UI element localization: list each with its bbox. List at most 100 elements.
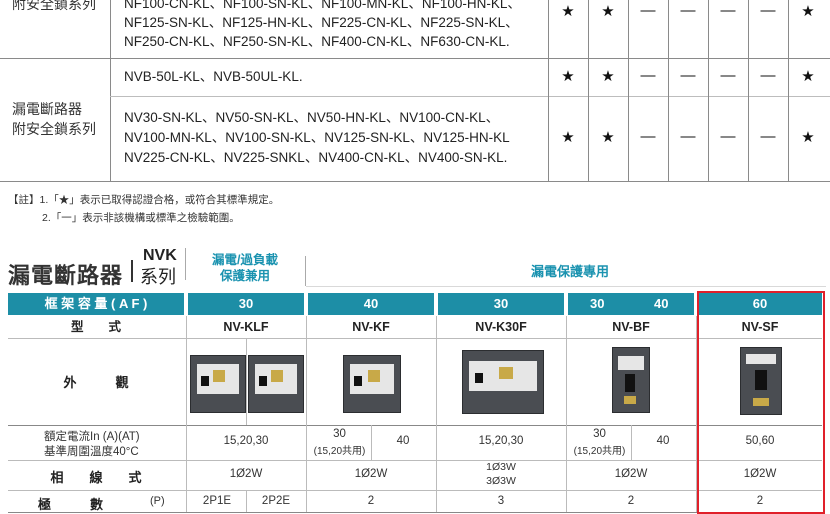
- group-separator: [305, 256, 306, 286]
- current-cell: 15,20,30: [478, 435, 524, 447]
- col-divider: [110, 0, 111, 58]
- poles-cell: 2P2E: [261, 495, 291, 507]
- phase-cell: 1Ø2W: [743, 468, 777, 480]
- col-divider: [110, 58, 111, 181]
- mark-cell: —: [680, 2, 696, 19]
- col-divider: [708, 0, 709, 181]
- af-cell: 60: [698, 293, 822, 315]
- phase-cell: 1Ø2W: [354, 468, 388, 480]
- mark-cell: ★: [801, 68, 815, 85]
- af-cell-group: 30 40: [568, 293, 694, 315]
- mark-cell: —: [680, 67, 696, 84]
- title-separator: [131, 260, 133, 282]
- mark-cell: ★: [801, 129, 815, 146]
- appearance-label: 外 觀: [63, 375, 129, 390]
- product-image-nv-k30f: [462, 350, 544, 414]
- current-cell: 30: [333, 428, 346, 440]
- mark-cell: —: [720, 128, 736, 145]
- row-divider: [8, 425, 822, 426]
- poles-cell: 2: [367, 495, 375, 507]
- col-divider-inner: [631, 425, 632, 460]
- row-divider: [8, 512, 822, 513]
- mark-cell: ★: [601, 68, 615, 85]
- col-divider: [436, 316, 437, 512]
- row-divider: [8, 490, 822, 491]
- model-line: NV100-MN-KL、NV100-SN-KL、NV125-SN-KL、NV12…: [124, 130, 510, 145]
- highlight-box: [697, 291, 825, 514]
- row-divider: [8, 338, 822, 339]
- current-cell-note: (15,20共用): [573, 446, 626, 457]
- temperature-label: 基準周圍溫度40°C: [44, 446, 139, 458]
- af-cell: 40: [308, 293, 434, 315]
- af-cell: 30: [438, 293, 564, 315]
- col-divider: [186, 316, 187, 512]
- model-line: NV225-CN-KL、NV225-SNKL、NV400-CN-KL、NV400…: [124, 150, 508, 165]
- title-separator: [185, 248, 186, 280]
- group-label-2: 漏電保護專用: [530, 264, 609, 279]
- phase-cell: 1Ø3W: [486, 461, 516, 473]
- mark-cell: —: [720, 2, 736, 19]
- row-divider: [0, 58, 830, 59]
- mark-cell: —: [760, 67, 776, 84]
- product-image-nv-klf-2p2e: [248, 355, 304, 413]
- model-line: NF250-CN-KL、NF250-SN-KL、NF400-CN-KL、NF63…: [124, 34, 510, 49]
- poles-unit: (P): [150, 495, 165, 507]
- model-line: NF125-SN-KL、NF125-HN-KL、NF225-CN-KL、NF22…: [124, 15, 519, 30]
- col-divider: [788, 0, 789, 181]
- mark-cell: —: [680, 128, 696, 145]
- mark-cell: —: [720, 67, 736, 84]
- type-cell: NV-BF: [612, 320, 650, 334]
- category-label: 附安全鎖系列: [12, 0, 96, 12]
- mark-cell: ★: [561, 129, 575, 146]
- poles-cell: 2: [627, 495, 635, 507]
- af-cell: 30: [590, 296, 605, 311]
- type-cell: NV-KLF: [223, 320, 269, 334]
- col-divider: [548, 0, 549, 181]
- type-cell: NV-SF: [741, 320, 779, 334]
- category-label: 附安全鎖系列: [12, 121, 96, 137]
- poles-cell: 2: [756, 495, 764, 507]
- type-cell: NV-K30F: [475, 320, 527, 334]
- mark-cell: ★: [561, 3, 575, 20]
- mark-cell: —: [760, 128, 776, 145]
- poles-cell: 2P1E: [202, 495, 232, 507]
- current-cell: 40: [396, 435, 410, 447]
- col-divider: [696, 316, 697, 512]
- frame-label: 框 架 容 量 ( A F ): [8, 293, 184, 315]
- model-line: NV30-SN-KL、NV50-SN-KL、NV50-HN-KL、NV100-C…: [124, 110, 500, 125]
- current-cell: 30: [593, 428, 606, 440]
- col-divider-inner: [371, 425, 372, 460]
- group-label-1a: 漏電/過負載: [212, 253, 278, 267]
- product-image-nv-sf: [740, 347, 782, 415]
- phase-label: 相 線 式: [50, 470, 142, 485]
- af-cell: 30: [188, 293, 304, 315]
- mark-cell: —: [760, 2, 776, 19]
- current-cell-note: (15,20共用): [313, 446, 366, 457]
- poles-cell: 3: [497, 495, 505, 507]
- current-cell: 40: [656, 435, 670, 447]
- category-label: 漏電斷路器: [12, 101, 82, 117]
- type-label: 型 式: [70, 320, 121, 334]
- col-divider: [748, 0, 749, 181]
- product-image-nv-kf: [343, 355, 401, 413]
- row-divider-light: [110, 96, 830, 97]
- series-label: 系列: [140, 267, 176, 287]
- mark-cell: —: [640, 67, 656, 84]
- col-divider: [628, 0, 629, 181]
- mark-cell: ★: [601, 129, 615, 146]
- series-code: NVK: [143, 247, 177, 264]
- col-divider: [306, 316, 307, 512]
- product-image-nv-klf-2p1e: [190, 355, 246, 413]
- note-1: 【註】1.「★」表示已取得認證合格，或符合其標準規定。: [8, 194, 280, 206]
- row-divider: [8, 460, 822, 461]
- phase-cell: 1Ø2W: [614, 468, 648, 480]
- group-label-1b: 保護兼用: [219, 269, 270, 283]
- poles-label: 極 數: [38, 497, 104, 512]
- type-cell: NV-KF: [352, 320, 390, 334]
- col-divider: [588, 0, 589, 181]
- section-title: 漏電斷路器: [8, 263, 124, 288]
- note-2: 2.「一」表示非該機構或標準之檢驗範圍。: [42, 212, 240, 224]
- row-divider: [0, 181, 830, 182]
- col-divider-inner: [246, 338, 247, 425]
- current-cell: 50,60: [745, 435, 775, 447]
